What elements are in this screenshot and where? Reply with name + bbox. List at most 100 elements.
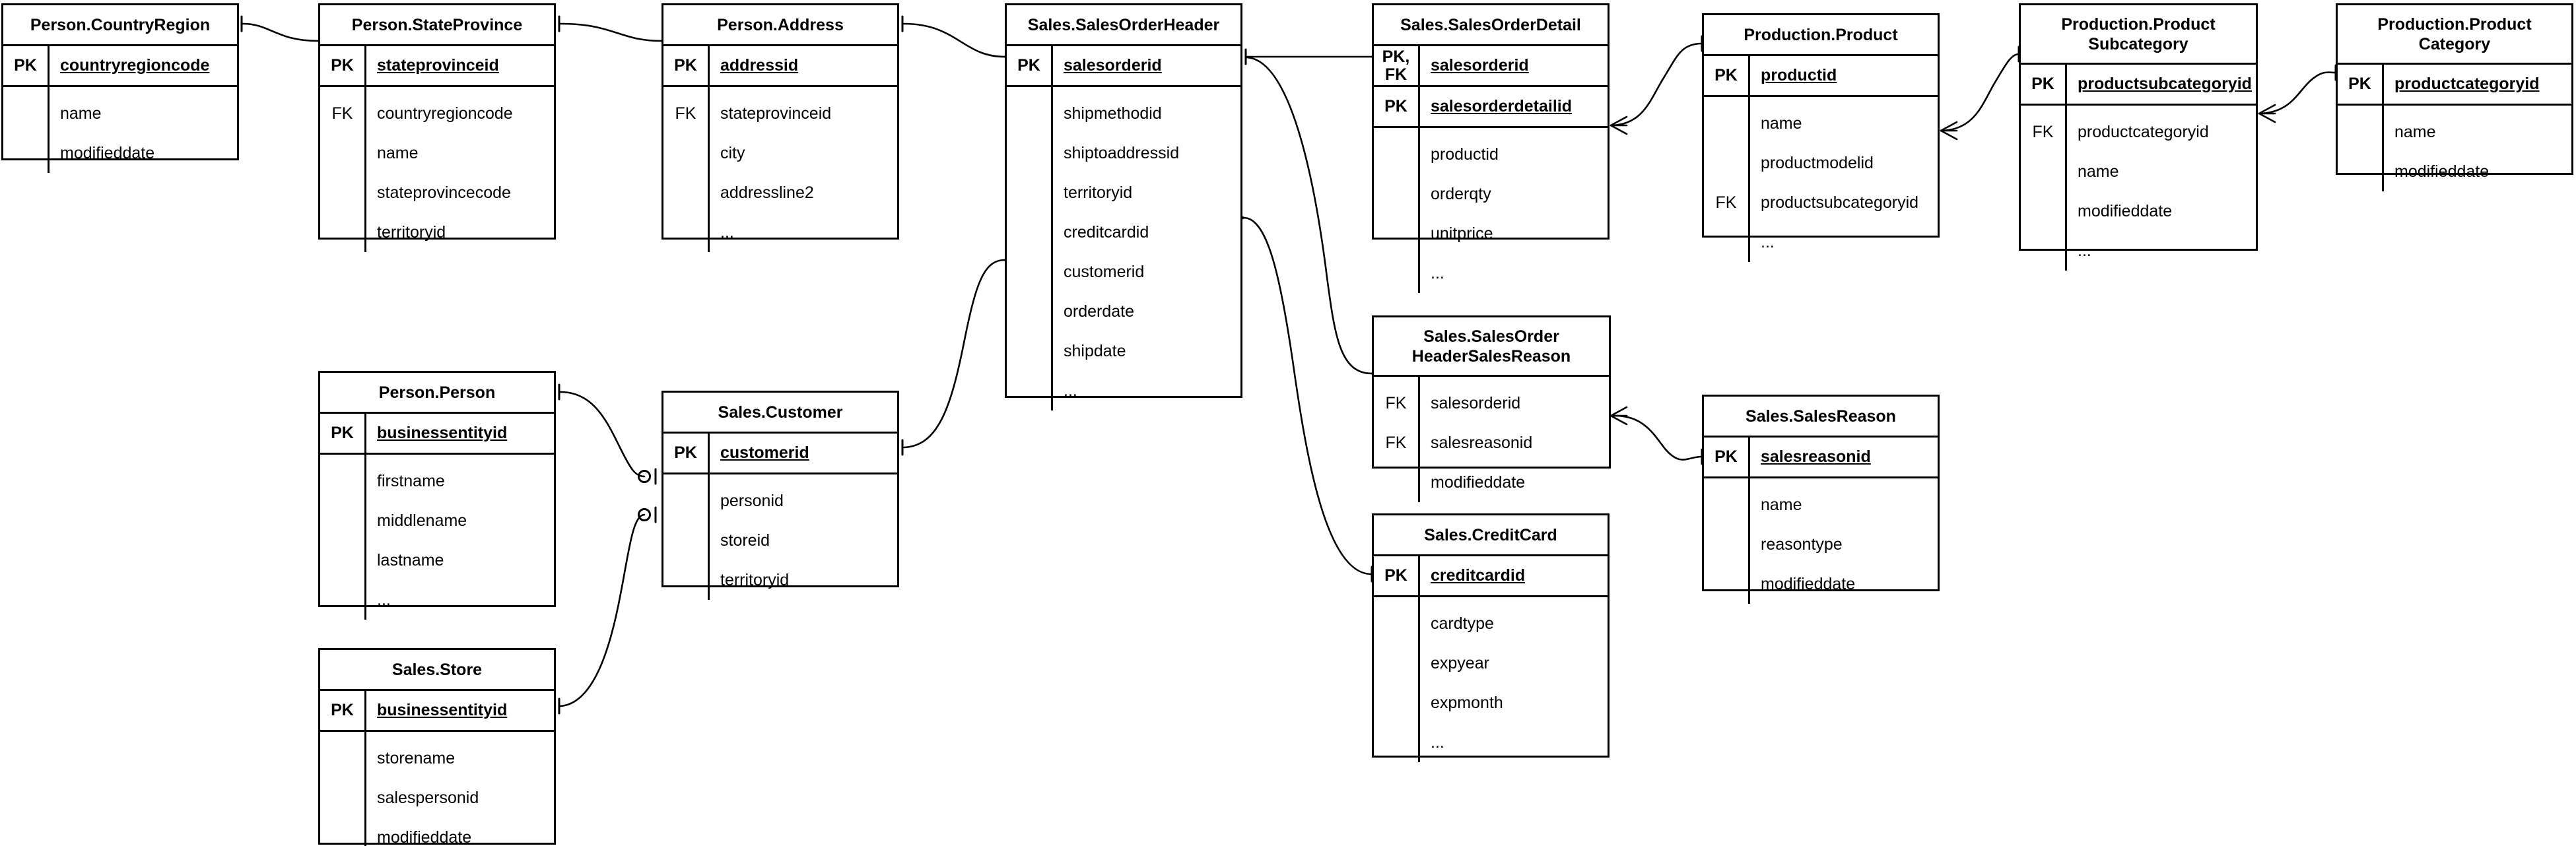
attribute-name: modifieddate xyxy=(1431,473,1526,492)
entity-title: Sales.Store xyxy=(320,650,554,691)
attribute-name: productcategoryid xyxy=(2078,123,2209,141)
edge-salesorderheader-salesreason-bridge xyxy=(1246,56,1373,375)
attribute-tag xyxy=(2021,231,2065,271)
attribute-tag-column xyxy=(1704,478,1750,604)
attribute-tag xyxy=(1007,331,1051,371)
attribute-tag xyxy=(1704,564,1748,604)
crows-foot-marker xyxy=(1610,414,1628,426)
edge-store-customer xyxy=(559,513,646,707)
attribute-tag xyxy=(2338,152,2382,191)
attribute-tag xyxy=(1374,135,1418,174)
key-column-name: stateprovinceid xyxy=(366,46,554,85)
attribute-name: ... xyxy=(720,223,734,242)
attribute-tag-column: FK xyxy=(1704,97,1750,262)
attribute-name: salesreasonid xyxy=(1431,434,1533,452)
attribute-name: productid xyxy=(1431,145,1499,164)
attribute-tag-column xyxy=(2338,106,2384,191)
attribute-tag xyxy=(1704,485,1748,525)
attribute-tag xyxy=(320,133,364,173)
key-tag: PK xyxy=(663,46,710,85)
attribute-name: ... xyxy=(377,591,391,609)
attribute-name: unitprice xyxy=(1431,224,1493,243)
zero-or-one-marker-customer-personid xyxy=(638,470,651,483)
attribute-name: ... xyxy=(1431,733,1444,752)
key-tag: PK xyxy=(3,46,50,85)
edge-customer-salesorderheader xyxy=(902,259,1006,449)
attribute-tag xyxy=(2021,191,2065,231)
attribute-name: orderqty xyxy=(1431,185,1491,203)
edge-productcategory-productsubcategory xyxy=(2259,71,2337,115)
attribute-tag xyxy=(663,481,708,521)
key-column-label: countryregioncode xyxy=(60,56,210,75)
attribute-name: modifieddate xyxy=(1761,575,1856,593)
attribute-name: shipdate xyxy=(1064,342,1126,360)
key-tag: PK xyxy=(2021,65,2067,104)
entity-title: Person.Person xyxy=(320,373,554,414)
key-column-label: productsubcategoryid xyxy=(2078,75,2252,93)
attribute-name: ... xyxy=(1064,381,1077,400)
crows-foot-salesorderdetail-product xyxy=(1610,115,1628,127)
zero-or-one-marker-customer-storeid xyxy=(638,508,651,521)
attribute-name: stateprovinceid xyxy=(720,104,832,123)
crows-foot-product-subcategory xyxy=(1940,121,1958,132)
attribute-name: countryregioncode xyxy=(377,104,513,123)
attribute-tag xyxy=(320,818,364,846)
attribute-tag xyxy=(320,778,364,818)
key-column-label: businessentityid xyxy=(377,424,508,442)
attribute-name: personid xyxy=(720,492,784,510)
attribute-tag xyxy=(320,212,364,252)
crows-foot-marker xyxy=(2258,112,2276,123)
attribute-tag xyxy=(1007,173,1051,212)
attribute-tag: FK xyxy=(2032,123,2054,141)
attribute-block: productid orderqty unitprice... xyxy=(1374,128,1608,293)
key-tag: PK xyxy=(1704,56,1750,95)
key-column-name: businessentityid xyxy=(366,414,554,453)
attribute-tag-column xyxy=(3,87,50,173)
primary-key-row: PK productsubcategoryid xyxy=(2021,65,2256,106)
attribute-tag: FK xyxy=(1385,434,1407,452)
attribute-name: modifieddate xyxy=(2394,162,2490,181)
entity-title: Person.CountryRegion xyxy=(3,5,237,46)
attribute-tag xyxy=(1374,723,1418,762)
attribute-name: ... xyxy=(1431,264,1444,282)
crows-foot-subcategory-category xyxy=(2258,104,2276,115)
attribute-tag xyxy=(3,94,48,133)
edge-salesreason-salesorderheadersalesreason xyxy=(1611,414,1703,461)
attribute-name: name xyxy=(1761,496,1802,514)
key-tag: PK xyxy=(663,434,710,472)
